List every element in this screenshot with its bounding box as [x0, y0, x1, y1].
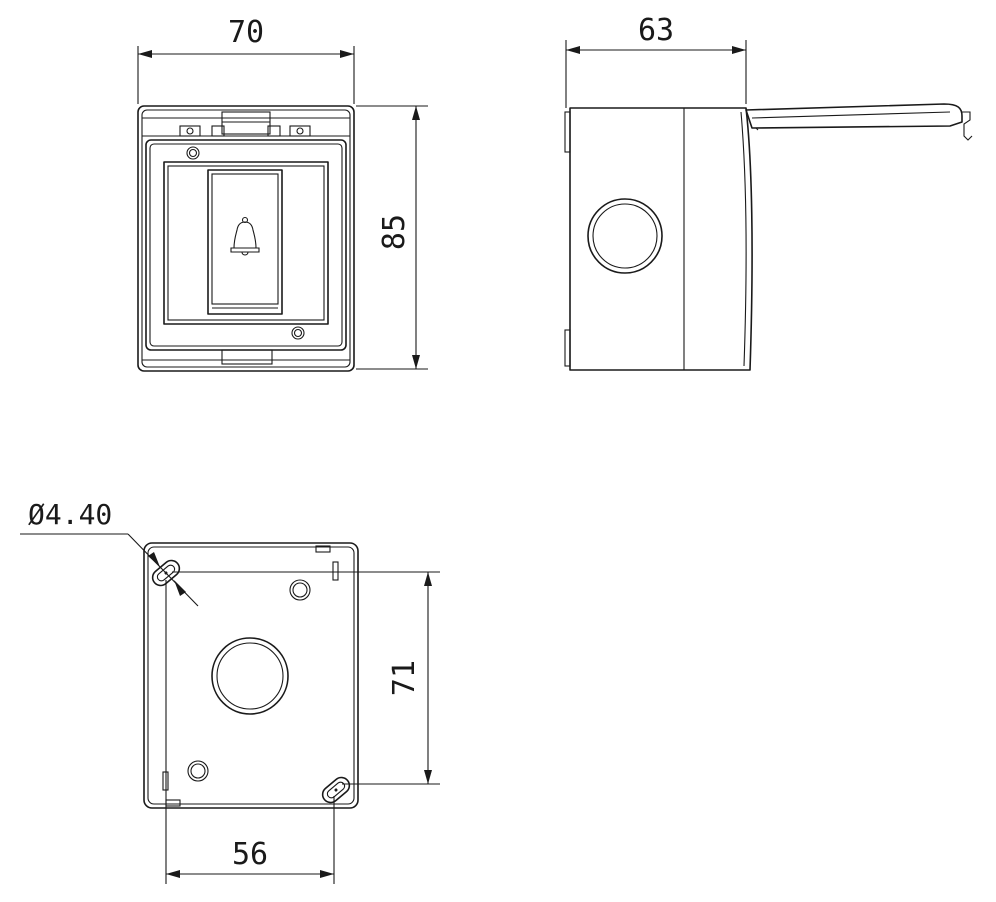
front-width-dim-label: 70: [228, 15, 264, 50]
open-lid: [745, 103, 963, 129]
hole-diameter-dim-label: Ø4.40: [28, 498, 112, 531]
hole-vertical-spacing-dim-label: 71: [387, 660, 422, 696]
side-body-outline: [569, 107, 753, 371]
side-view: 63: [564, 13, 973, 371]
cover-screw-top: [186, 146, 200, 160]
hole-horizontal-spacing-dim-label: 56: [232, 837, 268, 872]
side-depth-dim-label: 63: [638, 13, 674, 48]
back-housing-outline: [143, 542, 359, 809]
bell-push-button: [207, 169, 283, 315]
cover-frame: [145, 139, 347, 351]
cover-screw-bottom: [291, 326, 305, 340]
front-view: 70 85: [137, 15, 428, 372]
mounting-slot-bottom-right: [321, 776, 351, 804]
back-boss-top: [289, 579, 311, 601]
hinge-block: [221, 111, 271, 135]
cover-window: [163, 161, 329, 325]
back-view: Ø4.40 71 56: [20, 498, 440, 884]
back-boss-bottom: [187, 760, 209, 782]
front-housing-outline: [137, 105, 355, 372]
bottom-latch: [221, 349, 273, 365]
front-housing-inner-edge: [141, 109, 351, 368]
side-knockout: [587, 198, 663, 274]
back-knockout: [211, 637, 289, 715]
front-height-dim-label: 85: [377, 214, 412, 250]
bell-icon: [230, 216, 260, 256]
